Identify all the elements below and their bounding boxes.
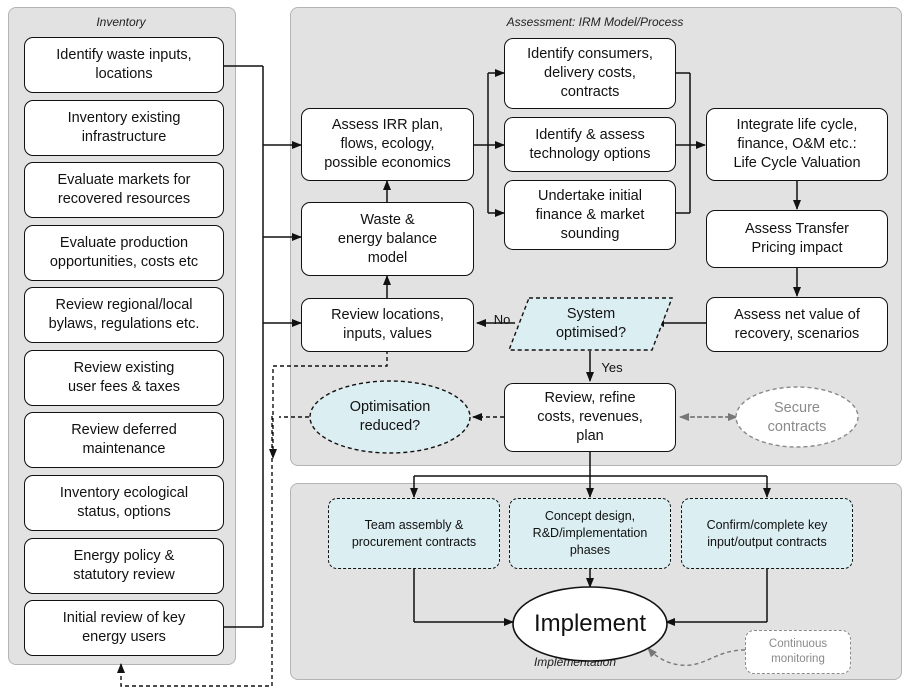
- inventory-item-user-fees: Review existing user fees & taxes: [24, 350, 224, 406]
- review-locations-box: Review locations, inputs, values: [301, 298, 474, 352]
- waste-energy-balance-box: Waste & energy balance model: [301, 202, 474, 276]
- system-optimised-shape: [507, 297, 674, 351]
- assess-transfer-pricing-box: Assess Transfer Pricing impact: [706, 210, 888, 268]
- inventory-item-bylaws: Review regional/local bylaws, regulation…: [24, 287, 224, 343]
- inventory-item-production: Evaluate production opportunities, costs…: [24, 225, 224, 281]
- inventory-item-deferred-maintenance: Review deferred maintenance: [24, 412, 224, 468]
- yes-label: Yes: [601, 359, 623, 375]
- identify-consumers-box: Identify consumers, delivery costs, cont…: [504, 38, 676, 109]
- inventory-item-energy-users: Initial review of key energy users: [24, 600, 224, 656]
- system-optimised-label: System optimised?: [555, 306, 627, 341]
- undertake-finance-box: Undertake initial finance & market sound…: [504, 180, 676, 250]
- inventory-item-energy-policy: Energy policy & statutory review: [24, 538, 224, 594]
- inventory-item-identify-waste: Identify waste inputs, locations: [24, 37, 224, 93]
- no-label: No: [493, 311, 511, 327]
- identify-technology-box: Identify & assess technology options: [504, 117, 676, 172]
- optimisation-reduced-shape: [309, 380, 471, 454]
- review-refine-box: Review, refine costs, revenues, plan: [504, 383, 676, 452]
- integrate-life-cycle-box: Integrate life cycle, finance, O&M etc.:…: [706, 108, 888, 181]
- confirm-contracts-box: Confirm/complete key input/output contra…: [681, 498, 853, 569]
- continuous-monitoring-box: Continuous monitoring: [745, 630, 851, 674]
- inventory-panel-label: Inventory: [96, 15, 146, 29]
- assess-irr-plan-box: Assess IRR plan, flows, ecology, possibl…: [301, 108, 474, 181]
- concept-design-box: Concept design, R&D/implementation phase…: [509, 498, 671, 569]
- implement-shape: [512, 586, 668, 662]
- assess-net-value-box: Assess net value of recovery, scenarios: [706, 297, 888, 352]
- optimisation-reduced-label: Optimisation reduced?: [349, 399, 431, 434]
- secure-contracts-shape: [735, 386, 859, 448]
- inventory-item-ecological: Inventory ecological status, options: [24, 475, 224, 531]
- inventory-item-markets: Evaluate markets for recovered resources: [24, 162, 224, 218]
- team-assembly-box: Team assembly & procurement contracts: [328, 498, 500, 569]
- secure-contracts-label: Secure contracts: [767, 400, 827, 435]
- assessment-panel-label: Assessment: IRM Model/Process: [506, 15, 684, 29]
- implement-label: Implement: [533, 610, 647, 637]
- inventory-item-infrastructure: Inventory existing infrastructure: [24, 100, 224, 156]
